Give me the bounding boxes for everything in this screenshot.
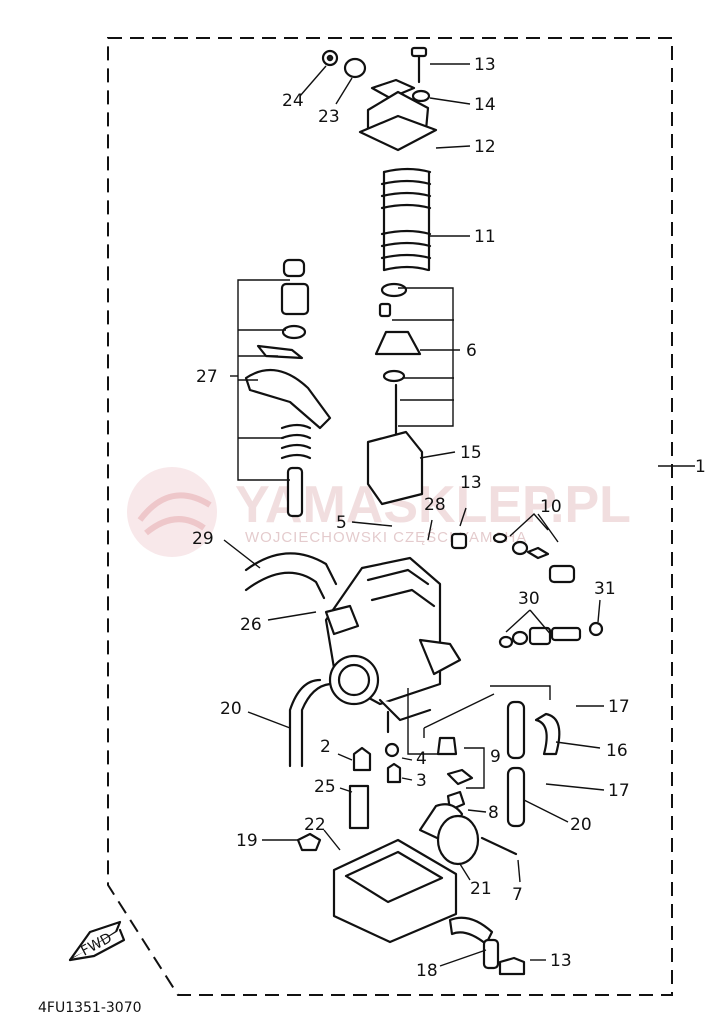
callout-17-upper: 17 (608, 697, 630, 717)
callout-labels: 1 2 3 4 5 6 7 8 9 10 11 12 13 13 13 14 1… (192, 55, 706, 981)
callout-13-middle: 13 (460, 473, 482, 493)
callout-13-top: 13 (474, 55, 496, 75)
callout-31: 31 (594, 579, 616, 599)
callout-28: 28 (424, 495, 446, 515)
callout-2: 2 (320, 737, 331, 757)
callout-24: 24 (282, 91, 304, 111)
starter-plunger-group (244, 258, 332, 518)
top-cover-group (321, 46, 438, 152)
callout-12: 12 (474, 137, 496, 157)
jet-parts (348, 700, 561, 866)
callout-8: 8 (488, 803, 499, 823)
callout-20-left: 20 (220, 699, 242, 719)
carburetor-body (324, 556, 462, 734)
callout-18: 18 (416, 961, 438, 981)
watermark-tagline: WOJCIECHOWSKI CZĘŚCI YAMAHA (245, 528, 527, 546)
callout-30: 30 (518, 589, 540, 609)
float-bowl-group (296, 832, 526, 976)
fwd-arrow-icon: FWD (68, 920, 126, 962)
callout-5: 5 (336, 513, 347, 533)
hose-29 (244, 552, 338, 600)
callout-16: 16 (606, 741, 628, 761)
spring-11 (380, 167, 432, 272)
callout-10: 10 (540, 497, 562, 517)
callout-7: 7 (512, 885, 523, 905)
callout-9: 9 (490, 747, 501, 767)
throttle-valve-group (366, 282, 424, 506)
callout-25: 25 (314, 777, 336, 797)
diagram-code: 4FU1351-3070 (38, 1000, 142, 1016)
callout-19: 19 (236, 831, 258, 851)
callout-6: 6 (466, 341, 477, 361)
callout-4: 4 (416, 749, 427, 769)
callout-26: 26 (240, 615, 262, 635)
callout-13-bottom: 13 (550, 951, 572, 971)
callout-11: 11 (474, 227, 496, 247)
callout-17-lower: 17 (608, 781, 630, 801)
callout-15: 15 (460, 443, 482, 463)
callout-22: 22 (304, 815, 326, 835)
watermark-logo (127, 467, 217, 557)
callout-3: 3 (416, 771, 427, 791)
callout-1: 1 (695, 457, 706, 477)
right-side-parts (450, 532, 604, 649)
callout-20-right: 20 (570, 815, 592, 835)
leader-lines (223, 63, 695, 967)
assembly-frame (107, 37, 673, 996)
callout-29: 29 (192, 529, 214, 549)
callout-14: 14 (474, 95, 496, 115)
callout-23: 23 (318, 107, 340, 127)
hose-20-left (288, 678, 332, 768)
callout-21: 21 (470, 879, 492, 899)
callout-27: 27 (196, 367, 218, 387)
